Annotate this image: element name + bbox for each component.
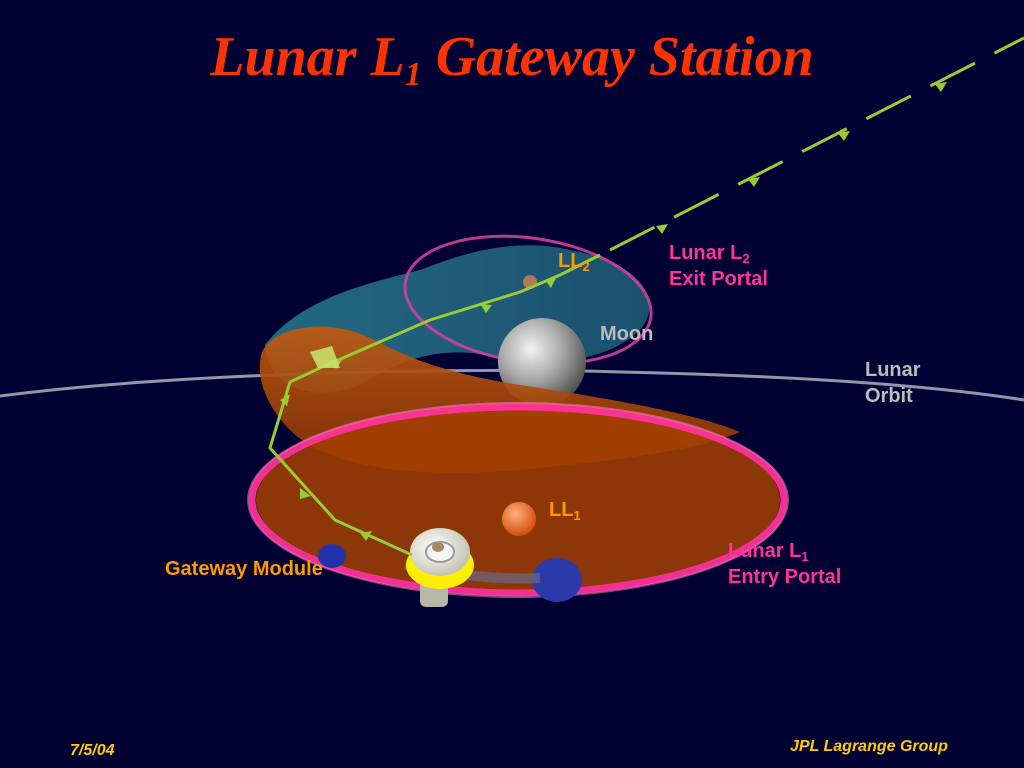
escape-trajectory (609, 36, 1024, 252)
entry-portal-label: Lunar L1 Entry Portal (728, 538, 841, 590)
ll1-label-text: LL (549, 499, 574, 521)
trajectory-marker (310, 346, 340, 368)
exit-portal-line1: Lunar L (669, 242, 743, 264)
escape-arrows (656, 82, 947, 234)
ll2-label-text: LL (558, 250, 583, 272)
page-title: Lunar L1 Gateway Station (0, 22, 1024, 92)
exit-portal-label: Lunar L2 Exit Portal (669, 240, 768, 292)
ll1-label-sub: 1 (573, 508, 581, 523)
l1-portal-ring-glow (247, 402, 789, 598)
ll2-label: LL2 (558, 248, 590, 274)
moon-label: Moon (600, 323, 654, 345)
title-subscript: 1 (404, 56, 422, 93)
exit-portal-sub: 2 (742, 251, 750, 266)
title-prefix: Lunar L (210, 26, 405, 88)
gateway-module-icon (406, 528, 474, 607)
footer-date: 7/5/04 (70, 742, 115, 759)
moon (498, 318, 586, 406)
lunar-orbit-line2: Orbit (865, 385, 913, 407)
gateway-module-label: Gateway Module (165, 558, 323, 580)
blue-body-left (318, 544, 346, 568)
ll1-label: LL1 (549, 497, 581, 523)
entry-portal-sub: 1 (801, 549, 809, 564)
lunar-orbit-arc (0, 368, 1024, 402)
ll2-label-sub: 2 (582, 259, 590, 274)
l1-portal-ring (248, 403, 788, 597)
entry-portal-line2: Entry Portal (728, 566, 842, 588)
lunar-orbit-line1: Lunar (865, 359, 921, 381)
entry-portal-line1: Lunar L (728, 540, 802, 562)
exit-portal-line2: Exit Portal (669, 268, 768, 290)
lunar-orbit-label: Lunar Orbit (865, 357, 921, 409)
blue-body-right (532, 558, 582, 602)
title-suffix: Gateway Station (421, 26, 814, 88)
footer-group: JPL Lagrange Group (790, 738, 948, 755)
ll1-point (502, 502, 536, 536)
